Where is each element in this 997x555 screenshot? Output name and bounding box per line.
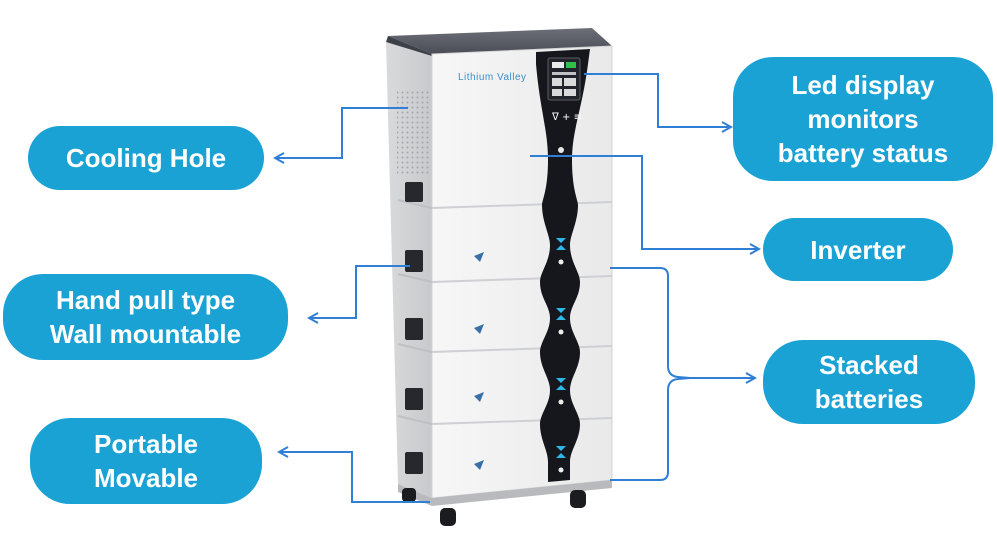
led-screen-icon <box>548 58 580 100</box>
led-display-text-line2: monitors <box>807 102 918 136</box>
cabinet-front-panel <box>432 46 612 498</box>
svg-text:ᐁ + ≡: ᐁ + ≡ <box>552 112 582 123</box>
led-display-text-line1: Led display <box>791 68 934 102</box>
handle-slot <box>405 250 423 272</box>
inverter-text: Inverter <box>810 233 905 267</box>
handle-slot <box>405 182 423 202</box>
hand-pull-label: Hand pull type Wall mountable <box>3 274 288 360</box>
led-display-label: Led display monitors battery status <box>733 57 993 181</box>
stacked-batteries-text-line1: Stacked <box>819 348 919 382</box>
hand-pull-text-line1: Hand pull type <box>56 283 235 317</box>
hand-pull-text-line2: Wall mountable <box>50 317 241 351</box>
battery-cabinet: ᐁ + ≡ <box>386 28 612 526</box>
portable-text-line2: Movable <box>94 461 198 495</box>
inverter-label: Inverter <box>763 218 953 281</box>
portable-text-line1: Portable <box>94 427 198 461</box>
stacked-batteries-label: Stacked batteries <box>763 340 975 424</box>
portable-label: Portable Movable <box>30 418 262 504</box>
handle-slot <box>405 452 423 474</box>
stacked-batteries-text-line2: batteries <box>815 382 923 416</box>
handle-slot <box>405 388 423 410</box>
connector-stacked-bracket <box>610 268 690 480</box>
power-button-icon <box>558 147 564 153</box>
led-display-text-line3: battery status <box>778 136 949 170</box>
cooling-vent <box>397 90 429 175</box>
cooling-hole-label: Cooling Hole <box>28 126 264 190</box>
cooling-hole-text: Cooling Hole <box>66 141 226 175</box>
brand-logo-icon: Lithium Valley <box>458 72 527 83</box>
handle-slot <box>405 318 423 340</box>
